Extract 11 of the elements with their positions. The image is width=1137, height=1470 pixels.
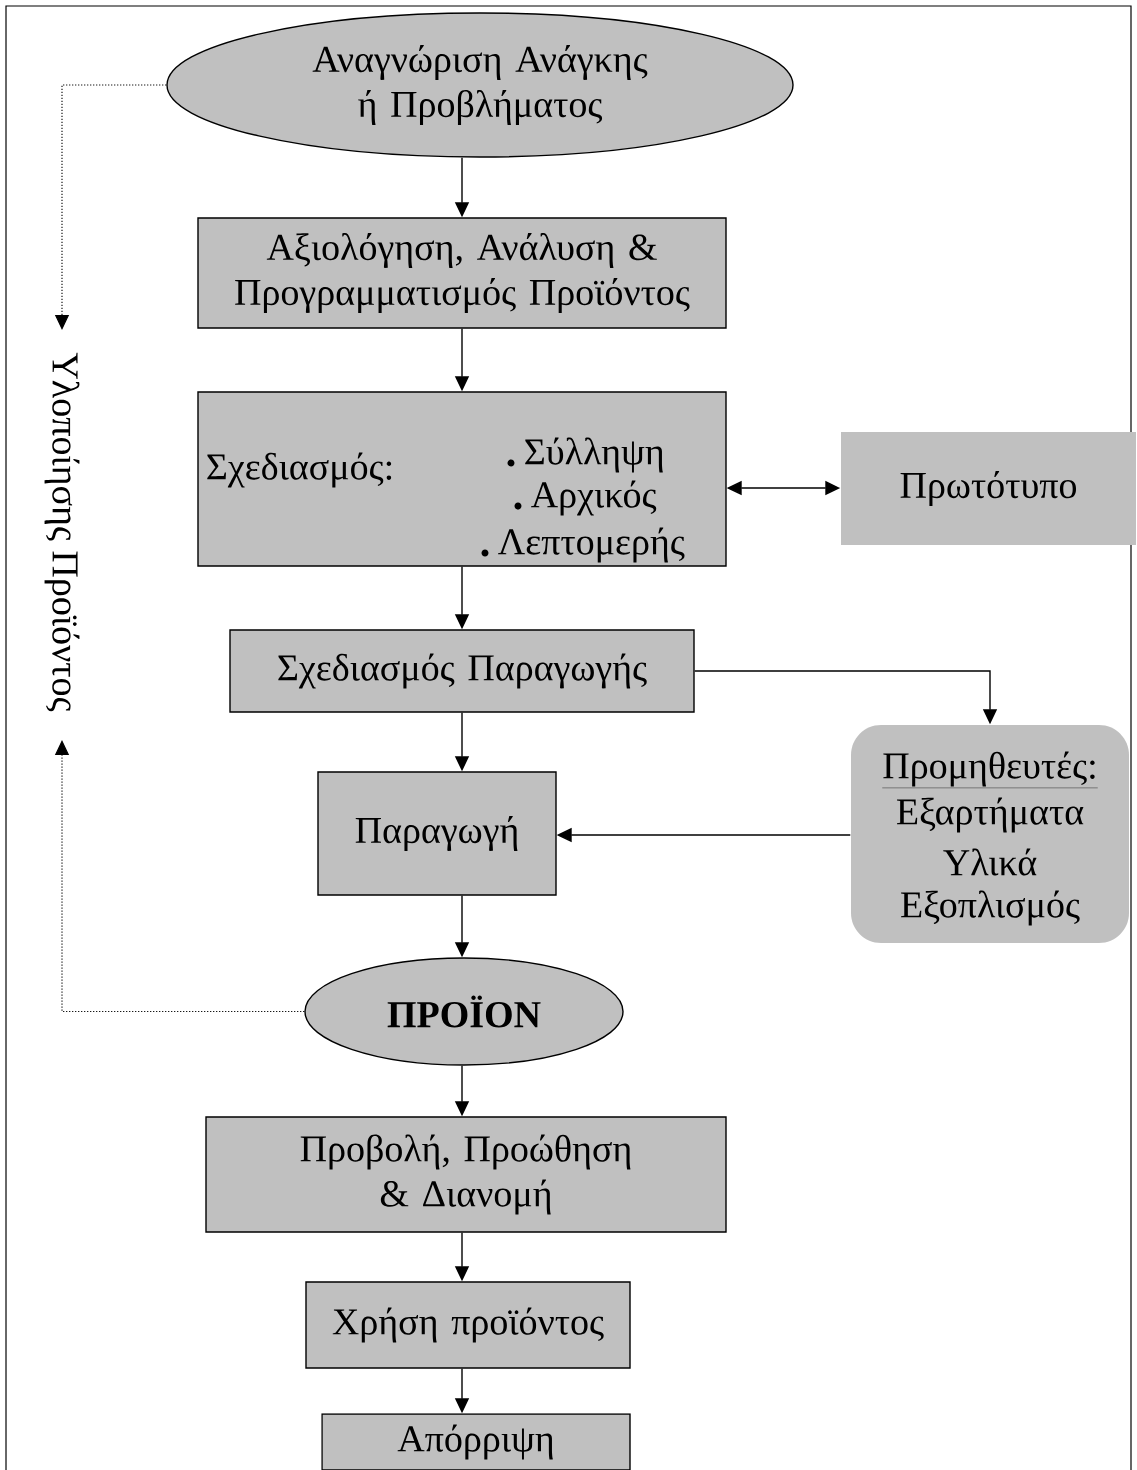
process-box: Αξιολόγηση, Ανάλυση & Προγραμματισμός Προϊόντος [197,217,727,329]
process-box: Σχεδιασμός Παραγωγής [229,629,695,713]
process-box: Απόρριψη [321,1413,631,1470]
rounded-box: Προμηθευτές: Εξαρτήματα Υλικά Εξοπλισμός [851,725,1129,943]
process-box: Πρωτότυπο [841,432,1136,545]
process-box: Παραγωγή [317,771,557,896]
process-box: Χρήση προϊόντος [305,1281,631,1369]
vertical-label: Υλοποίησης Προϊόντος [44,352,80,712]
process-box: Σχεδιασμός: Σύλληψη Αρχικός Λεπτομερής [197,391,727,567]
arrow [54,740,305,1013]
process-box: Προβολή, Προώθηση & Διανομή [205,1116,727,1233]
